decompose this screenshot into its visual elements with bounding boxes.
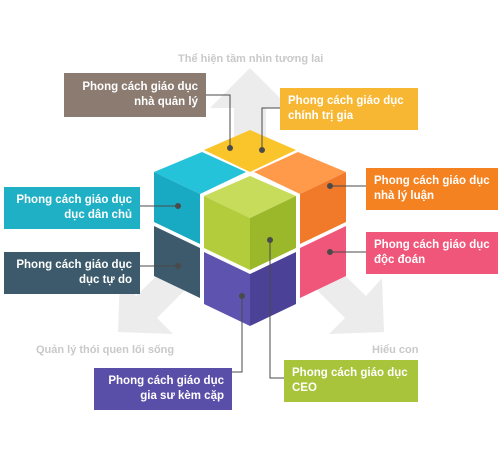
cube-bottom-left-side: [154, 226, 200, 298]
connector-dot-tu-do: [175, 263, 181, 269]
cube-right-side: [300, 172, 346, 244]
cube-front-left-side: [204, 196, 250, 270]
style-line2: độc đoán: [374, 254, 426, 266]
style-line2: nhà lý luận: [374, 190, 435, 202]
cube-top-back: [204, 130, 296, 172]
cube-right-top-face: [254, 152, 346, 194]
connector-dot-ceo: [267, 237, 273, 243]
style-line1: Phong cách giáo dục: [82, 81, 198, 93]
style-line1: Phong cách giáo dục: [288, 95, 404, 107]
axis-label-top: Thể hiện tầm nhìn tương lai: [178, 53, 324, 65]
style-line2: chính trị gia: [288, 110, 354, 122]
style-line1: Phong cách giáo dục: [374, 175, 490, 187]
style-box-ly-luan: Phong cách giáo dục nhà lý luận: [366, 168, 498, 210]
connector-dot-quan-ly: [227, 145, 233, 151]
cube-bottom-front-right: [250, 252, 296, 326]
axis-label-bottom-right: Hiểu con: [372, 344, 419, 356]
cube: [154, 130, 346, 326]
cube-front-right-side: [250, 196, 296, 270]
connectors: [140, 94, 366, 379]
style-line1: Phong cách giáo dục: [108, 375, 224, 387]
style-line1: Phong cách giáo dục: [16, 194, 132, 206]
cube-bottom-front-left: [204, 252, 250, 326]
connector-dot-chinh-tri-gia: [259, 147, 265, 153]
style-box-dan-chu: Phong cách giáo dục dục dân chủ: [4, 187, 140, 229]
axis-label-bottom-left: Quản lý thói quen lối sống: [36, 344, 175, 356]
connector-dot-ly-luan: [327, 183, 333, 189]
style-box-quan-ly: Phong cách giáo dục nhà quản lý: [64, 73, 206, 117]
connector-dot-kem-cap: [239, 293, 245, 299]
style-line2: nhà quản lý: [134, 96, 198, 108]
connector-kem-cap: [232, 296, 243, 373]
style-line2: dục dân chủ: [64, 209, 132, 221]
style-line2: gia sư kèm cặp: [140, 390, 224, 402]
style-line2: dục tự do: [78, 274, 132, 286]
style-line2: CEO: [292, 382, 317, 394]
connector-chinh-tri-gia: [261, 107, 280, 150]
cube-left-top-face: [154, 152, 246, 194]
style-box-doc-doan: Phong cách giáo dục độc đoán: [366, 232, 498, 274]
style-box-kem-cap: Phong cách giáo dục gia sư kèm cặp: [94, 368, 232, 410]
cube-front-top-face: [204, 176, 296, 218]
style-box-chinh-tri-gia: Phong cách giáo dục chính trị gia: [280, 88, 418, 130]
connector-dot-dan-chu: [175, 203, 181, 209]
connector-dot-doc-doan: [327, 249, 333, 255]
connector-quan-ly: [206, 94, 231, 148]
style-line1: Phong cách giáo dục: [292, 367, 408, 379]
cube-bottom-right-side: [300, 226, 346, 298]
arrow-up: [210, 68, 290, 150]
style-line1: Phong cách giáo dục: [16, 259, 132, 271]
style-line1: Phong cách giáo dục: [374, 239, 490, 251]
style-box-tu-do: Phong cách giáo dục dục tự do: [4, 252, 140, 294]
style-box-ceo: Phong cách giáo dục CEO: [284, 360, 418, 402]
connector-ceo: [269, 240, 284, 379]
